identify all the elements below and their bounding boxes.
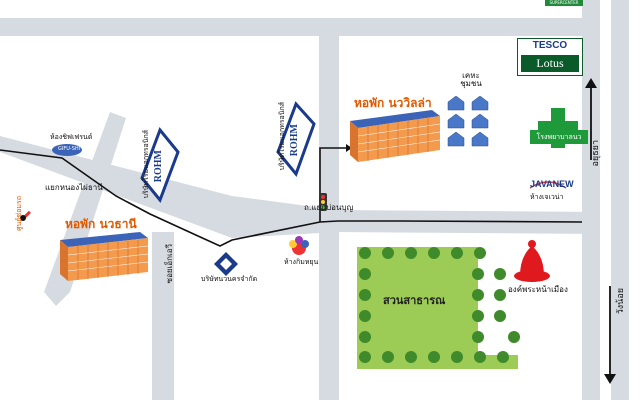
service-label: ศูนย์ซ่อมรถ: [15, 196, 23, 231]
dorm-nawatani-building: [60, 232, 149, 281]
top-banner: SUPERCENTER: [545, 0, 583, 6]
shrine-icon: [514, 240, 550, 282]
direction-arrow-up-head: [585, 78, 597, 88]
clinic-label: โรงพยาบาลนวนคร: [530, 130, 588, 155]
rohm-2-caption: บริษัทโรมแอกทรอนิกส์: [278, 102, 286, 171]
nawanakorn-label: บริษัทนวนครจำกัด: [201, 275, 258, 283]
nikonbu-logo: [289, 236, 309, 255]
dorm-nawawilla-label: หอพัก นววิลล่า: [354, 96, 432, 110]
side-road-label: ซอยเอ็กเอวี: [165, 244, 174, 284]
east-road-1-label: อยุธยา: [591, 140, 601, 167]
javanew-swoosh: [529, 181, 567, 189]
right-road-a: [582, 0, 600, 400]
traffic-light-yellow: [321, 200, 325, 204]
rohm-2-logo: ROHM: [289, 124, 300, 157]
direction-arrow-down-head: [604, 374, 616, 384]
village-label: เคหะชุมชน: [460, 71, 482, 88]
tree-row-top: [359, 247, 486, 259]
park-label: สวนสาธารณ: [383, 294, 446, 307]
village-houses: [447, 95, 489, 147]
lotus-text: Lotus: [521, 55, 579, 72]
tesco-lotus-logo: TESCO Lotus: [517, 38, 583, 76]
nawanakorn-logo: [214, 252, 238, 276]
javanew-caption: ห้างเจเวน่า: [530, 193, 564, 201]
route-line: [0, 149, 583, 247]
gifu-logo: [52, 144, 82, 156]
gifu-text: GIFU-SHI: [58, 146, 81, 152]
lower-left-road: [152, 232, 174, 400]
tree-row-bottom: [359, 351, 509, 363]
dorm-nawawilla-building: [350, 110, 441, 162]
nikonbu-label: ห้างกิมหยุน: [284, 258, 319, 266]
right-road-b: [611, 0, 629, 400]
main-road-label: ถ.แยกบ่อนบุญ: [304, 203, 354, 212]
tree-col-right: [472, 268, 520, 343]
service-wrench-icon: [20, 210, 31, 221]
dorm-nawatani-label: หอพัก นวธานี: [65, 217, 137, 231]
gifu-caption: ห้องชิฟเฟรนด์: [50, 133, 93, 141]
junction-label: แยกหนองไผ่ธานี: [45, 183, 103, 192]
javanew-logo: JAVANEW: [530, 179, 574, 189]
tree-col-left: [359, 268, 371, 343]
rohm-1-logo: ROHM: [153, 150, 164, 183]
route-arrow: [346, 144, 352, 152]
east-road-2-label: วังน้อย: [616, 288, 626, 315]
traffic-light-red: [321, 195, 325, 199]
shrine-label: องค์พระหน้าเมือง: [508, 285, 568, 294]
rohm-building-1: [140, 127, 180, 203]
rohm-building-2: [276, 101, 316, 177]
top-road: [0, 18, 600, 36]
main-road: [0, 136, 600, 238]
park-trees: [359, 247, 520, 363]
traffic-light-green: [321, 205, 325, 209]
rohm-1-caption: บริษัทโรมแอกทรอนิกส์: [142, 130, 150, 199]
tesco-text: TESCO: [532, 40, 568, 51]
